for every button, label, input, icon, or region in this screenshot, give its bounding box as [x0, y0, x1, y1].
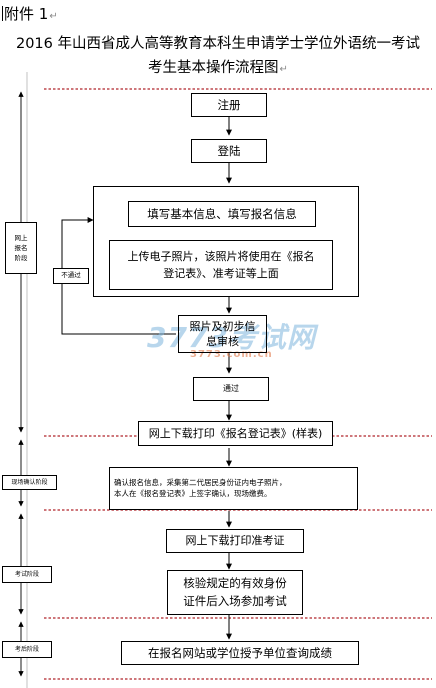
page-title-line1: 2016 年山西省成人高等教育本科生申请学士学位外语统一考试 — [15, 36, 420, 52]
download-admission-ticket-step: 网上下载打印准考证 — [166, 529, 304, 553]
text-cursor — [2, 6, 3, 21]
watermark-url: 3773.com.cn — [190, 349, 273, 360]
passed-step: 通过 — [193, 377, 269, 401]
page-title-line2: 考生基本操作流程图↵ — [148, 60, 288, 76]
login-step: 登陆 — [191, 139, 267, 163]
download-registration-form-step: 网上下载打印《报名登记表》(样表) — [138, 421, 333, 446]
stage-onsite-confirm: 现场确认阶段 — [2, 475, 57, 490]
fill-info-step: 填写基本信息、填写报名信息 — [128, 201, 316, 227]
id-verify-exam-step: 核验规定的有效身份证件后入场参加考试 — [167, 570, 303, 615]
not-passed-label: 不通过 — [53, 268, 89, 284]
stage-after-exam: 考后阶段 — [2, 641, 52, 658]
query-score-step: 在报名网站或学位授予单位查询成绩 — [121, 641, 359, 665]
attachment-label: 附件 1↵ — [2, 5, 58, 23]
upload-photo-step: 上传电子照片，该照片将使用在《报名登记表》、准考证等上面 — [109, 240, 333, 290]
stage-online-registration: 网上报名阶段 — [5, 222, 37, 274]
stage-exam: 考试阶段 — [2, 566, 52, 583]
watermark-logo: 3773考试网 — [147, 321, 316, 354]
onsite-confirm-step: 确认报名信息，采集第二代居民身份证内电子照片，本人在《报名登记表》上签字确认，现… — [109, 467, 358, 510]
register-step: 注册 — [191, 93, 267, 117]
photo-review-step: 照片及初步信息审核 — [178, 315, 267, 353]
